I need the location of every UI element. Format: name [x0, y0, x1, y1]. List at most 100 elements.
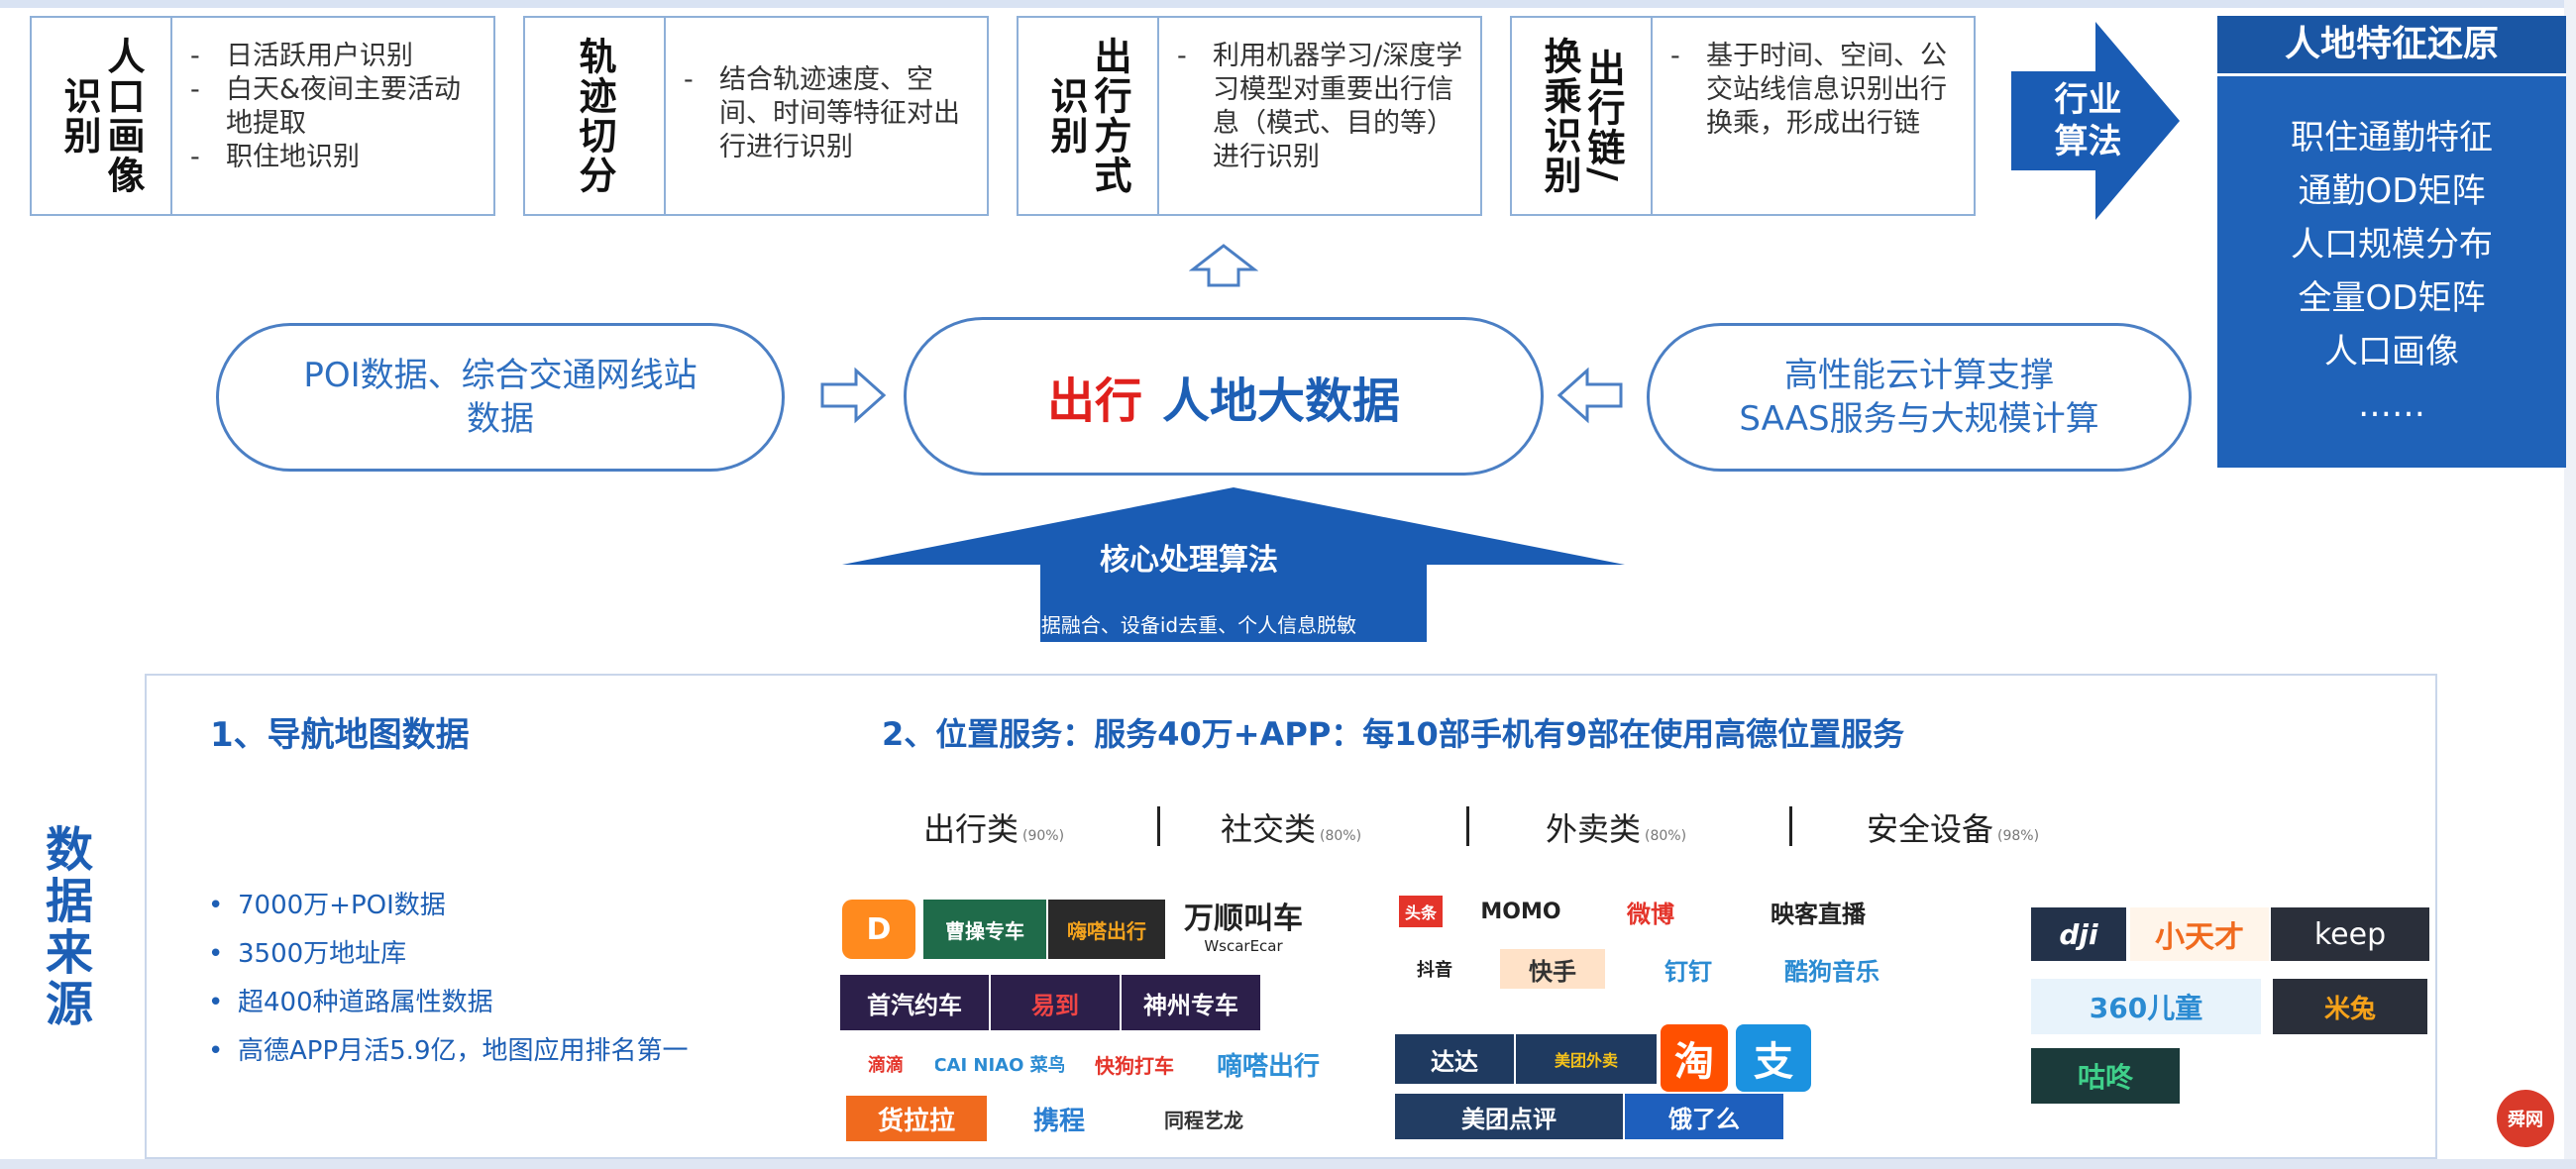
category-delivery: 外卖类(80%): [1546, 804, 1686, 850]
method-items: 日活跃用户识别 白天&夜间主要活动地提取 职住地识别: [190, 40, 487, 174]
feature-restore-panel: 人地特征还原 职住通勤特征 通勤OD矩阵 人口规模分布 全量OD矩阵 人口画像 …: [2217, 16, 2566, 468]
tongcheng-logo: 同程艺龙: [1129, 1096, 1278, 1141]
douyin-logo: 抖音: [1395, 949, 1474, 989]
keep-logo: keep: [2271, 907, 2429, 961]
cloud-computing-line2: SAAS服务与大规模计算: [1739, 399, 2099, 439]
poi-data-line2: 数据: [466, 399, 534, 439]
center-title-travel: 出行: [1046, 373, 1142, 429]
feature-restore-title: 人地特征还原: [2217, 16, 2566, 76]
mitu-logo: 米兔: [2273, 979, 2427, 1034]
method-title-col: 人口画像: [101, 37, 145, 195]
kuaigou-logo: 快狗打车: [1080, 1042, 1189, 1086]
method-title-col: 出行方式: [1088, 37, 1131, 195]
method-item: 日活跃用户识别: [190, 40, 487, 73]
cloud-computing-text: 高性能云计算支撑 SAAS服务与大规模计算: [1739, 354, 2098, 441]
category-social: 社交类(80%): [1221, 804, 1361, 850]
didi-logo: D: [842, 900, 915, 959]
method-box-travel-mode: 识别 出行方式 利用机器学习/深度学习模型对重要出行信息（模式、目的等）进行识别: [1017, 16, 1482, 216]
eleme-logo: 饿了么: [1625, 1094, 1783, 1139]
top-border: [0, 0, 2576, 8]
method-items: 结合轨迹速度、空间、时间等特征对出行进行识别: [684, 63, 981, 164]
kugou-logo: 酷狗音乐: [1762, 949, 1902, 989]
core-algorithm-arrow: [842, 487, 1625, 642]
feature-restore-list: 职住通勤特征 通勤OD矩阵 人口规模分布 全量OD矩阵 人口画像 ……: [2217, 111, 2566, 432]
alipay-logo: 支: [1736, 1024, 1811, 1092]
right-arrow-icon: [820, 367, 887, 424]
method-item: 利用机器学习/深度学习模型对重要出行信息（模式、目的等）进行识别: [1177, 40, 1474, 174]
yingxiao-logo: 嗨嗒出行: [1048, 900, 1165, 959]
dji-logo: dji: [2031, 907, 2126, 961]
method-items: 利用机器学习/深度学习模型对重要出行信息（模式、目的等）进行识别: [1177, 40, 1474, 174]
location-service-title: 2、位置服务：服务40万+APP：每10部手机有9部在使用高德位置服务: [882, 715, 1905, 753]
yingke-logo: 映客直播: [1734, 896, 1902, 927]
didi-small-logo: 滴滴: [842, 1042, 929, 1086]
poi-data-text: POI数据、综合交通网线站 数据: [303, 354, 697, 441]
nav-map-data-list: 7000万+POI数据 3500万地址库 超400种道路属性数据 高德APP月活…: [208, 882, 689, 1076]
center-title-bigdata: 人地大数据: [1162, 373, 1401, 429]
meituan-waimai-logo: 美团外卖: [1516, 1034, 1657, 1084]
category-separator: [1466, 806, 1469, 846]
category-pct: (80%): [1645, 828, 1687, 844]
ertong360-logo: 360儿童: [2031, 979, 2261, 1034]
dianping-logo: 美团点评: [1395, 1094, 1623, 1139]
category-name: 外卖类: [1546, 810, 1642, 848]
up-arrow-icon: [1189, 244, 1258, 287]
ctrip-logo: 携程: [1001, 1096, 1118, 1141]
big-data-oval: 出行 人地大数据: [904, 317, 1544, 476]
nav-map-data-item: 超400种道路属性数据: [208, 979, 689, 1027]
data-source-label: 数据来源: [37, 824, 92, 1030]
category-name: 社交类: [1221, 810, 1317, 848]
wanshun-sub-logo: WscarEcar: [1169, 935, 1318, 957]
category-name: 出行类: [923, 810, 1020, 848]
method-title: 换乘识别 出行链/: [1512, 18, 1653, 214]
gudong-logo: 咕咚: [2031, 1048, 2180, 1104]
cloud-computing-line1: 高性能云计算支撑: [1783, 356, 2054, 395]
category-name: 安全设备: [1867, 810, 1994, 848]
huolala-logo: 货拉拉: [846, 1096, 987, 1141]
feature-item: 通勤OD矩阵: [2298, 171, 2486, 211]
category-travel: 出行类(90%): [923, 804, 1064, 850]
method-title: 识别 人口画像: [32, 18, 172, 214]
category-security: 安全设备(98%): [1867, 804, 2039, 850]
category-pct: (90%): [1022, 828, 1065, 844]
method-title-col: 轨迹切分: [573, 37, 616, 195]
bottom-border: [0, 1159, 2576, 1169]
category-separator: [1157, 806, 1160, 846]
shouqi-logo: 首汽约车: [840, 975, 989, 1030]
method-title-col: 出行链/: [1581, 49, 1625, 183]
method-box-population-profile: 识别 人口画像 日活跃用户识别 白天&夜间主要活动地提取 职住地识别: [30, 16, 495, 216]
dingding-logo: 钉钉: [1633, 949, 1744, 989]
feature-item: ……: [2358, 385, 2425, 425]
watermark-seal: 舜网: [2497, 1090, 2554, 1147]
nav-map-data-item: 3500万地址库: [208, 930, 689, 979]
method-items: 基于时间、空间、公交站线信息识别出行换乘，形成出行链: [1670, 40, 1968, 141]
nav-map-data-item: 7000万+POI数据: [208, 882, 689, 930]
method-item: 基于时间、空间、公交站线信息识别出行换乘，形成出行链: [1670, 40, 1968, 141]
poi-data-line1: POI数据、综合交通网线站: [303, 356, 698, 395]
method-title-col: 换乘识别: [1538, 37, 1581, 195]
nav-map-data-title: 1、导航地图数据: [210, 715, 470, 755]
weibo-logo: 微博: [1601, 896, 1700, 927]
method-box-trajectory-split: 轨迹切分 结合轨迹速度、空间、时间等特征对出行进行识别: [523, 16, 989, 216]
method-title-col: 识别: [1044, 76, 1088, 156]
momo-logo: MOMO: [1456, 896, 1585, 927]
category-separator: [1789, 806, 1792, 846]
core-algorithm-subtitle: 数据融合、设备id去重、个人信息脱敏: [1020, 613, 1357, 637]
feature-item: 人口画像: [2324, 332, 2459, 372]
toutiao-logo: 头条: [1399, 896, 1443, 927]
method-item: 结合轨迹速度、空间、时间等特征对出行进行识别: [684, 63, 981, 164]
dida-logo: 嘀嗒出行: [1199, 1042, 1338, 1086]
taobao-logo: 淘: [1661, 1024, 1728, 1092]
method-title-col: 识别: [57, 76, 101, 156]
left-arrow-icon: [1556, 367, 1623, 424]
industry-arrow: [2011, 22, 2180, 220]
kuaishou-logo: 快手: [1500, 949, 1605, 989]
right-border: [2564, 0, 2576, 1169]
wanshun-logo: 万顺叫车: [1169, 896, 1318, 935]
feature-item: 职住通勤特征: [2291, 118, 2493, 158]
industry-algorithm-label: 行业算法: [2054, 80, 2122, 161]
method-item: 职住地识别: [190, 141, 487, 174]
yidao-logo: 易到: [991, 975, 1120, 1030]
feature-item: 全量OD矩阵: [2298, 278, 2486, 318]
method-item: 白天&夜间主要活动地提取: [190, 73, 487, 141]
